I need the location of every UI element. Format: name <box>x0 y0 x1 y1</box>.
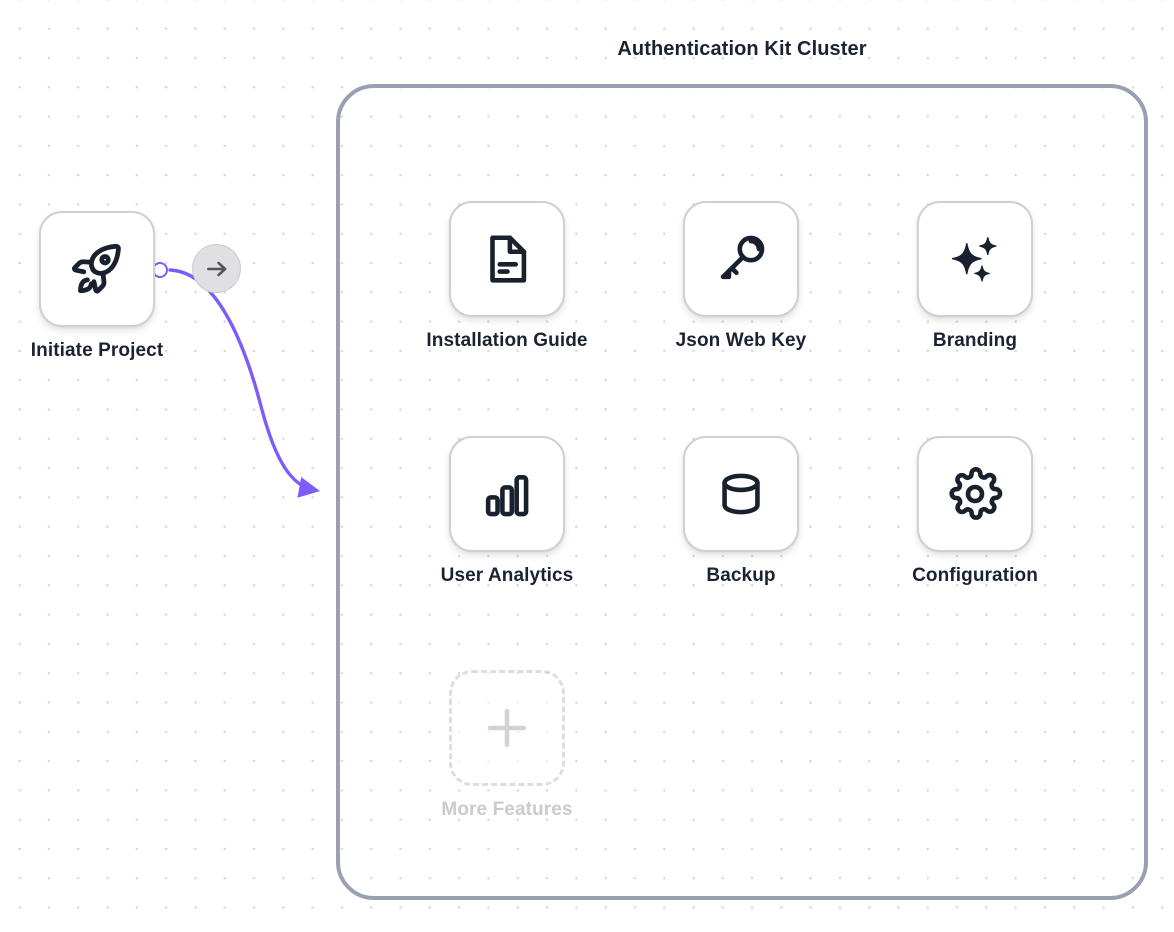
node-card[interactable] <box>39 211 155 327</box>
connector-edge <box>168 268 321 498</box>
sparkles-icon <box>946 230 1004 288</box>
node-card[interactable] <box>449 201 565 317</box>
node-label: User Analytics <box>440 565 574 586</box>
node-label: Branding <box>932 330 1018 351</box>
node-initiate-project[interactable]: Initiate Project <box>17 211 177 362</box>
node-more-features[interactable]: More Features <box>427 670 587 821</box>
node-json-web-key[interactable]: Json Web Key <box>661 201 821 352</box>
document-icon <box>478 230 536 288</box>
key-icon <box>712 230 770 288</box>
edge-arrow-button[interactable] <box>192 244 241 293</box>
node-branding[interactable]: Branding <box>895 201 1055 352</box>
bar-chart-icon <box>478 465 536 523</box>
node-user-analytics[interactable]: User Analytics <box>427 436 587 587</box>
node-label: Json Web Key <box>675 330 807 351</box>
node-label: Installation Guide <box>426 330 588 351</box>
arrow-right-icon <box>204 256 230 282</box>
add-node-card[interactable] <box>449 670 565 786</box>
node-configuration[interactable]: Configuration <box>895 436 1055 587</box>
cluster-container[interactable] <box>336 84 1148 900</box>
node-label: Backup <box>706 565 776 586</box>
node-card[interactable] <box>683 201 799 317</box>
database-icon <box>712 465 770 523</box>
node-label: Initiate Project <box>30 340 164 361</box>
node-backup[interactable]: Backup <box>661 436 821 587</box>
node-label: More Features <box>441 799 573 820</box>
node-card[interactable] <box>917 436 1033 552</box>
node-card[interactable] <box>683 436 799 552</box>
node-label: Configuration <box>912 565 1038 586</box>
node-installation-guide[interactable]: Installation Guide <box>426 201 588 352</box>
cluster-title: Authentication Kit Cluster <box>617 38 867 60</box>
rocket-icon <box>66 238 128 300</box>
gear-icon <box>946 465 1004 523</box>
plus-icon <box>478 699 536 757</box>
node-card[interactable] <box>917 201 1033 317</box>
node-card[interactable] <box>449 436 565 552</box>
